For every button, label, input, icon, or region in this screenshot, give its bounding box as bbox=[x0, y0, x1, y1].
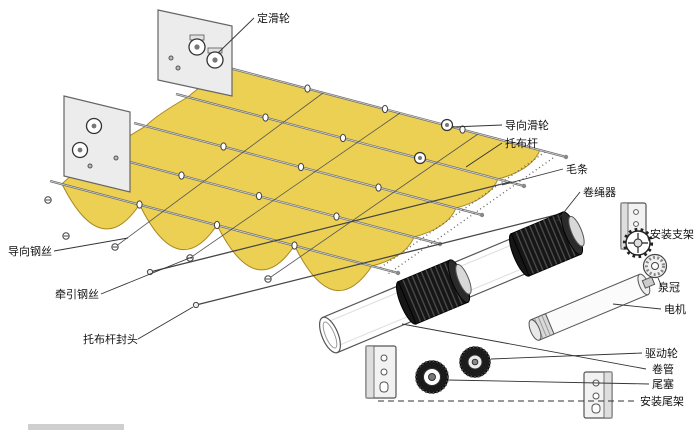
guide-wire-line bbox=[114, 92, 324, 248]
fixed-pulleys bbox=[71, 34, 224, 159]
label-roller-tube: 卷管 bbox=[652, 362, 674, 376]
support-rails bbox=[49, 63, 569, 276]
rail bbox=[91, 150, 443, 247]
guide-pulley-icon bbox=[413, 151, 427, 165]
brush-strip-dotted bbox=[379, 151, 554, 275]
label-pull-wire: 牵引钢丝 bbox=[55, 287, 99, 301]
label-brush-strip: 毛条 bbox=[566, 162, 588, 176]
mounting-bracket-assembly bbox=[620, 202, 654, 259]
label-cord-winder: 卷绳器 bbox=[583, 185, 616, 199]
pull-wire-line bbox=[189, 112, 401, 259]
support-rods bbox=[146, 181, 557, 309]
label-motor: 电机 bbox=[664, 302, 686, 316]
label-guide-wire: 导向钢丝 bbox=[8, 244, 52, 258]
drive-wheel bbox=[459, 346, 491, 378]
pull-wire-line bbox=[267, 133, 479, 280]
rail bbox=[175, 92, 527, 189]
screw-icon bbox=[111, 243, 119, 251]
label-support-rod-end-cap: 托布杆封头 bbox=[83, 332, 138, 346]
label-crown: 泉冠 bbox=[658, 280, 680, 294]
spring-gear-icon bbox=[622, 227, 654, 259]
rail bbox=[133, 121, 485, 218]
label-guide-pulley: 导向滑轮 bbox=[505, 118, 549, 132]
artifact-bar bbox=[28, 424, 124, 430]
fixed-pulley-icon bbox=[71, 141, 89, 159]
rail bbox=[49, 179, 401, 276]
leader-lines bbox=[53, 17, 663, 385]
label-fixed-pulley: 定滑轮 bbox=[257, 11, 290, 25]
exploded-assembly bbox=[318, 202, 668, 419]
wire-end-clips bbox=[44, 196, 272, 283]
fixed-pulley-icon bbox=[188, 34, 206, 56]
wall-plate-lower bbox=[63, 95, 131, 193]
guide-pulleys bbox=[413, 118, 454, 165]
label-tail-mounting-bracket: 安装尾架 bbox=[640, 394, 684, 408]
motor bbox=[528, 273, 656, 341]
label-tail-plug: 尾塞 bbox=[652, 377, 674, 391]
screw-icon bbox=[44, 196, 52, 204]
labels: 定滑轮 导向滑轮 托布杆 毛条 卷绳器 安装支架 泉冠 电机 驱动轮 卷管 尾塞… bbox=[8, 11, 694, 408]
label-mounting-bracket: 安装支架 bbox=[650, 227, 694, 241]
screw-icon bbox=[62, 232, 70, 240]
fabric-swags bbox=[61, 67, 541, 292]
fixed-pulley-icon bbox=[85, 117, 103, 135]
tail-bracket-left bbox=[365, 345, 397, 399]
crown bbox=[642, 253, 668, 279]
guide-pulley-icon bbox=[440, 118, 454, 132]
tail-bracket-right bbox=[583, 371, 613, 419]
label-drive-wheel: 驱动轮 bbox=[645, 346, 678, 360]
fixed-pulley-icon bbox=[206, 47, 224, 69]
fabric-clips bbox=[136, 84, 466, 250]
label-support-rod: 托布杆 bbox=[505, 136, 538, 150]
rail bbox=[217, 63, 569, 160]
screw-icon bbox=[264, 275, 272, 283]
rod-end-cap bbox=[192, 301, 200, 309]
wires bbox=[114, 92, 479, 280]
tail-plug bbox=[415, 360, 449, 394]
